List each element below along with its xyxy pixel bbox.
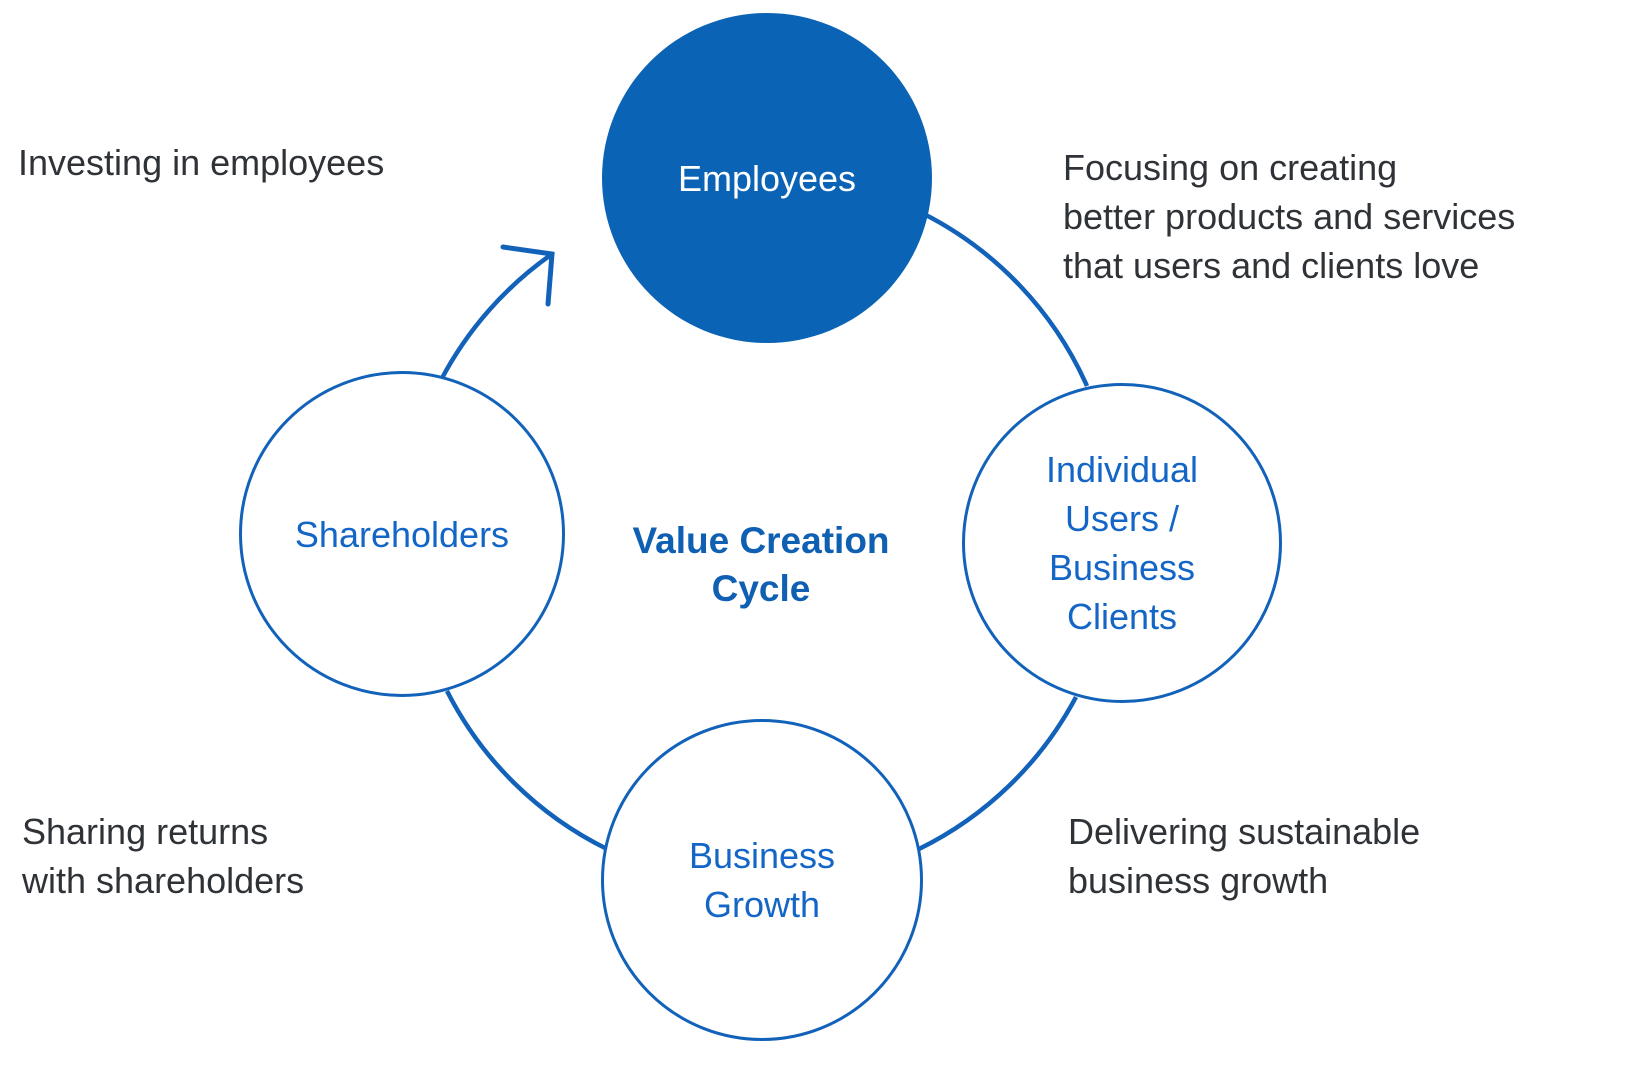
annotation-delivering-sustainable: Delivering sustainable business growth (1068, 807, 1420, 905)
node-users-label-line4: Clients (1066, 596, 1178, 637)
node-users-label-line1: Individual (1045, 449, 1199, 490)
node-users-label-line3: Business (1048, 547, 1196, 588)
diagram-title: Value Creation Cycle (561, 517, 961, 613)
annotation-delivering-line2: business growth (1068, 860, 1329, 901)
diagram-title-line1: Value Creation (632, 520, 890, 561)
annotation-sharing-line2: with shareholders (22, 860, 305, 901)
node-business-growth: Business Growth (601, 719, 923, 1041)
arrow-head-icon (500, 244, 555, 307)
annotation-focusing-on-creating: Focusing on creating better products and… (1063, 143, 1515, 290)
annotation-focusing-line1: Focusing on creating (1063, 147, 1398, 188)
node-growth-label-line2: Growth (703, 884, 821, 925)
node-individual-users-business-clients: Individual Users / Business Clients (962, 383, 1282, 703)
arc-shareholders-to-employees (439, 252, 554, 382)
arc-growth-to-shareholders (444, 689, 608, 852)
node-employees: Employees (602, 13, 932, 343)
node-shareholders-label: Shareholders (294, 513, 510, 555)
arc-employees-to-users (922, 211, 1090, 387)
node-shareholders: Shareholders (239, 371, 565, 697)
node-growth-label-line1: Business (688, 835, 836, 876)
diagram-title-line2: Cycle (711, 568, 811, 609)
annotation-sharing-returns: Sharing returns with shareholders (22, 807, 304, 905)
annotation-delivering-line1: Delivering sustainable (1068, 811, 1421, 852)
annotation-investing-in-employees: Investing in employees (18, 138, 384, 187)
arc-users-to-growth (918, 695, 1078, 852)
annotation-focusing-line3: that users and clients love (1063, 245, 1480, 286)
annotation-sharing-line1: Sharing returns (22, 811, 269, 852)
annotation-investing-line1: Investing in employees (18, 142, 385, 183)
annotation-focusing-line2: better products and services (1063, 196, 1516, 237)
node-employees-label: Employees (677, 157, 857, 199)
node-users-label-line2: Users / (1064, 498, 1179, 539)
